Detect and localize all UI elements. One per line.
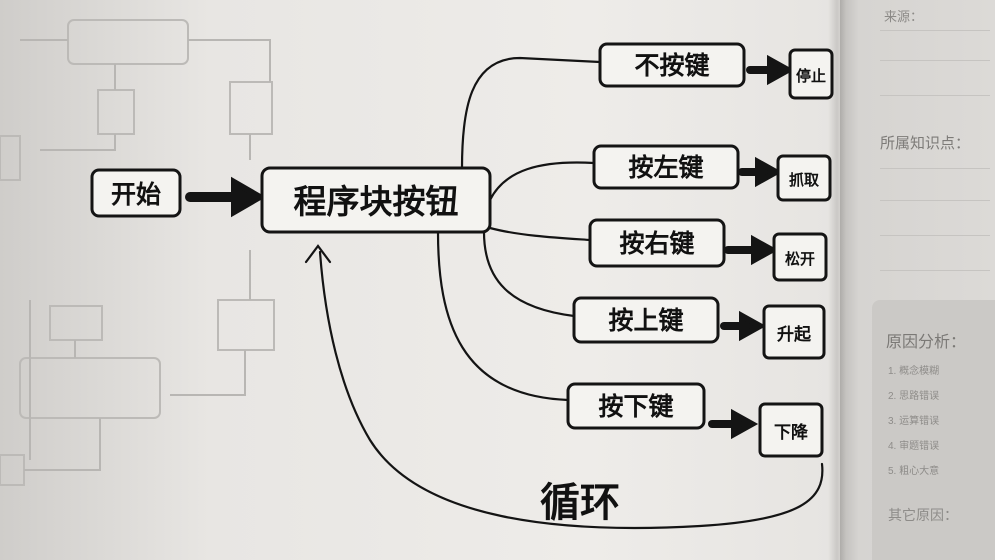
svg-text:开始: 开始 [111, 180, 161, 209]
cause-analysis-title: 原因分析： [886, 334, 967, 351]
notebook-page-left [0, 0, 840, 560]
arrow-down-key-to-lower [708, 408, 759, 440]
svg-text:按右键: 按右键 [619, 229, 694, 258]
node-right-key: 按右键 [588, 218, 726, 268]
rule-line [880, 168, 990, 169]
arrow-up-key-to-raise [720, 310, 767, 342]
cause-item: 3. 运算错误 [888, 416, 940, 427]
node-down-key: 按下键 [566, 382, 706, 430]
rule-line [880, 270, 990, 271]
svg-text:按上键: 按上键 [608, 306, 683, 335]
loop-label: 循环 [540, 479, 620, 526]
svg-text:下降: 下降 [774, 422, 809, 443]
node-grab: 抓取 [776, 154, 832, 202]
svg-text:程序块按钮: 程序块按钮 [294, 182, 459, 221]
svg-text:按左键: 按左键 [628, 153, 703, 182]
cause-item: 4. 审题错误 [888, 441, 940, 452]
svg-text:按下键: 按下键 [598, 392, 673, 421]
svg-text:不按键: 不按键 [634, 51, 709, 80]
svg-text:停止: 停止 [796, 67, 826, 85]
node-release: 松开 [772, 232, 828, 282]
bleed-through-sketch [0, 19, 275, 486]
node-stop: 停止 [788, 48, 834, 100]
cause-item: 1. 概念模糊 [888, 366, 940, 377]
source-label: 来源： [884, 9, 924, 24]
edge-loop-back [304, 244, 824, 530]
cause-item: 2. 思路错误 [888, 391, 940, 402]
svg-text:抓取: 抓取 [789, 171, 820, 189]
other-reasons-label: 其它原因： [888, 507, 958, 523]
rule-line [880, 200, 990, 201]
rule-line [880, 60, 990, 61]
rule-line [880, 30, 990, 31]
arrow-right-key-to-release [724, 234, 779, 266]
node-start: 开始 [90, 168, 182, 218]
node-lower: 下降 [758, 402, 824, 458]
edge-to-left-key [488, 161, 596, 202]
knowledge-point-label: 所属知识点： [880, 135, 971, 152]
arrow-start-to-program [185, 176, 267, 218]
edge-to-right-key [488, 226, 592, 242]
rule-line [880, 95, 990, 96]
arrow-no-key-to-stop [746, 54, 795, 86]
svg-text:松开: 松开 [785, 250, 815, 268]
cause-analysis-panel [872, 300, 995, 560]
page-gutter [828, 0, 846, 560]
node-no-key: 不按键 [598, 42, 746, 88]
node-left-key: 按左键 [592, 144, 740, 190]
svg-text:升起: 升起 [777, 324, 812, 345]
rule-line [880, 235, 990, 236]
cause-item: 5. 粗心大意 [888, 466, 940, 477]
node-up-key: 按上键 [572, 296, 720, 344]
edge-to-down-key [436, 230, 570, 402]
arrow-left-key-to-grab [738, 156, 783, 188]
edge-to-up-key [482, 230, 576, 318]
node-program-button: 程序块按钮 [260, 166, 492, 234]
node-raise: 升起 [762, 304, 826, 360]
edge-to-no-key [460, 56, 602, 170]
